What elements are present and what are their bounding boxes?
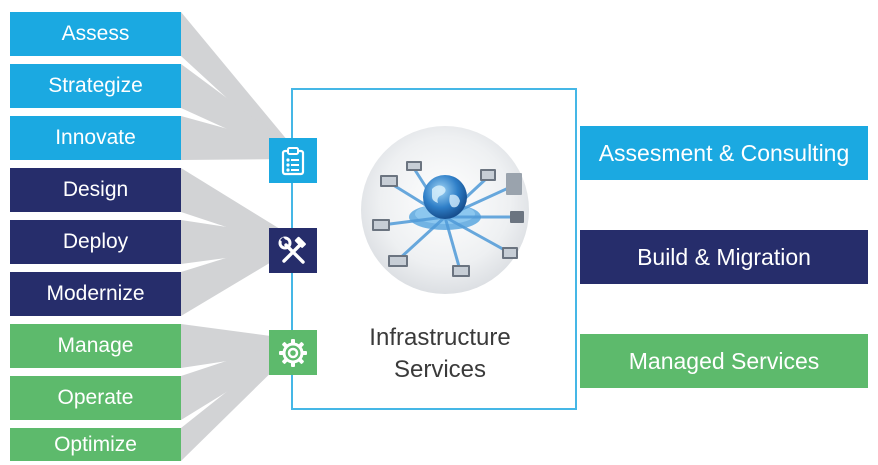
stage-optimize: Optimize <box>10 428 181 461</box>
center-title-line1: Infrastructure <box>369 324 511 351</box>
wedge-manage <box>181 324 293 368</box>
stage-innovate: Innovate <box>10 116 181 160</box>
wedge-deploy <box>181 220 293 264</box>
stage-label: Optimize <box>54 432 137 456</box>
stage-label: Manage <box>57 334 134 357</box>
wedge-optimize <box>181 339 293 461</box>
wedge-modernize <box>181 237 293 316</box>
service-label: Assesment & Consulting <box>598 139 850 166</box>
service-label: Build & Migration <box>637 243 811 270</box>
gear-icon <box>269 330 317 375</box>
stage-deploy: Deploy <box>10 220 181 264</box>
stage-modernize: Modernize <box>10 272 181 316</box>
wedge-assess <box>181 12 293 159</box>
wedge-innovate <box>181 116 293 160</box>
clipboard-checklist-icon <box>269 138 317 183</box>
stage-operate: Operate <box>10 376 181 420</box>
service-managed-services: Managed Services <box>580 334 868 388</box>
stage-label: Operate <box>57 386 134 409</box>
stage-label: Design <box>62 178 129 201</box>
stage-design: Design <box>10 168 181 212</box>
wrench-hammer-icon <box>269 228 317 273</box>
stage-manage: Manage <box>10 324 181 368</box>
service-build-migration: Build & Migration <box>580 230 868 284</box>
stage-label: Assess <box>61 22 130 45</box>
stage-label: Deploy <box>62 230 129 253</box>
stage-label: Strategize <box>48 74 143 97</box>
service-assessment-consulting: Assesment & Consulting <box>580 126 868 180</box>
stage-label: Innovate <box>55 126 136 149</box>
center-title-line2: Services <box>393 356 487 383</box>
stage-label: Modernize <box>46 282 145 305</box>
stage-strategize: Strategize <box>10 64 181 108</box>
wedge-operate <box>181 339 293 420</box>
service-label: Managed Services <box>628 347 820 374</box>
center-title: Infrastructure Services <box>330 322 550 386</box>
wedge-strategize <box>181 64 293 159</box>
network-globe-illustration <box>360 125 530 295</box>
stage-assess: Assess <box>10 12 181 56</box>
wedge-design <box>181 168 293 249</box>
